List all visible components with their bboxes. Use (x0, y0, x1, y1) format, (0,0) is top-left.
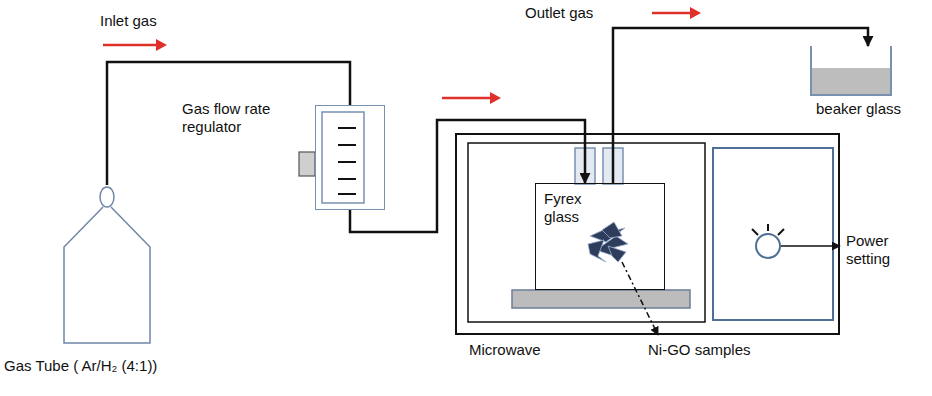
node-label: Fyrex glass (536, 184, 602, 232)
callout-label: Power setting (846, 232, 926, 268)
microwave-oven: MicrowaveFyrex glass (455, 133, 840, 335)
flow-label: Outlet gas (525, 4, 593, 22)
node-label: Gas flow rate regulator (182, 100, 292, 136)
callout-label: Ni-GO samples (648, 341, 751, 359)
flow-label: Inlet gas (100, 12, 157, 30)
node-label: Gas Tube ( Ar/H₂ (4:1)) (4, 357, 157, 375)
beaker: beaker glass (810, 46, 892, 96)
pyrex-vessel: Fyrex glass (535, 183, 665, 290)
flow-arrow (103, 7, 701, 104)
microwave-detail (468, 143, 840, 322)
node-label: Microwave (469, 341, 541, 359)
flow-regulator: Gas flow rate regulator (315, 105, 385, 210)
leader-line (622, 262, 658, 335)
gas-cylinder: Gas Tube ( Ar/H₂ (4:1)) (62, 185, 152, 345)
regulator-detail (299, 112, 364, 203)
beaker-liquid (812, 68, 890, 94)
gas-line (107, 62, 350, 185)
node-label: beaker glass (816, 100, 901, 118)
cylinder-outline (62, 185, 152, 345)
sample-cluster (588, 222, 628, 262)
